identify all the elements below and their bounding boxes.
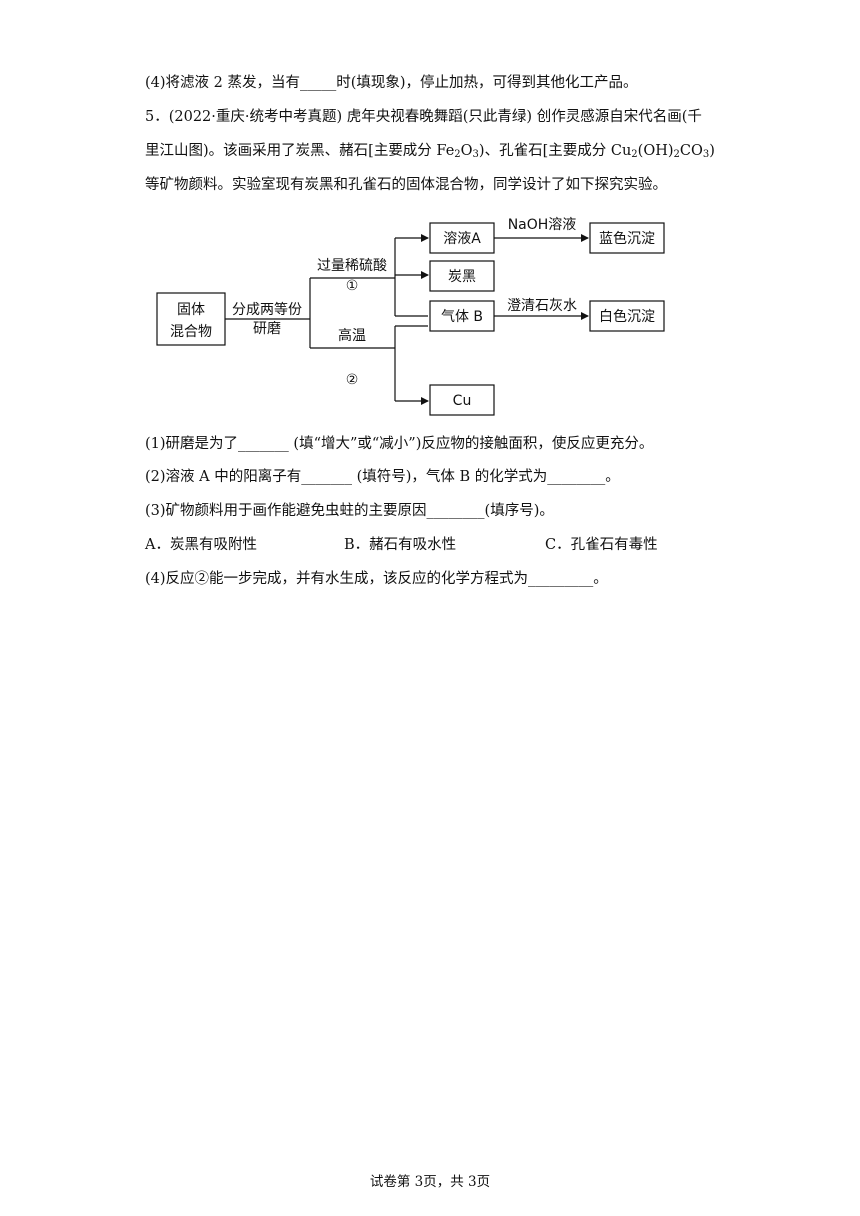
- step2-label: ②: [346, 372, 359, 388]
- q5-sub2: (2)溶液 A 中的阳离子有_______ (填符号)，气体 B 的化学式为__…: [145, 467, 620, 487]
- sub1-suffix: (填“增大”或“减小”)反应物的接触面积，使反应更充分。: [288, 436, 654, 452]
- q5-stem-line3: 等矿物颜料。实验室现有炭黑和孔雀石的固体混合物，同学设计了如下探究实验。: [145, 177, 667, 193]
- stem2-sub-4: 2: [673, 149, 680, 160]
- naoh-label: NaOH溶液: [508, 217, 577, 233]
- stem2-text-c: )、孔雀石[主要成分 Cu: [478, 143, 632, 159]
- grind-label: 研磨: [253, 321, 281, 337]
- copper-label: Cu: [453, 393, 472, 409]
- sub3-blank[interactable]: ________: [426, 503, 485, 519]
- gas-b-box: [429, 300, 495, 332]
- acid-label: 过量稀硫酸: [317, 258, 387, 274]
- stem2-sub-2: 3: [472, 149, 479, 160]
- solution-a-box: [429, 222, 495, 254]
- carbon-black-label: 炭黑: [448, 269, 476, 285]
- white-precipitate-box: [589, 300, 665, 332]
- stem2-text-d: (OH): [637, 143, 674, 159]
- stem2-sub-1: 2: [454, 149, 461, 160]
- sub1-blank[interactable]: _______: [238, 436, 289, 452]
- start-label-line1: 固体: [177, 302, 205, 318]
- stem2-text-f: ): [709, 143, 715, 159]
- sub4-suffix: 。: [593, 571, 608, 587]
- choice-c[interactable]: C．孔雀石有毒性: [545, 537, 658, 553]
- white-precipitate-label: 白色沉淀: [599, 308, 655, 325]
- sub3-prefix: (3)矿物颜料用于画作能避免虫蛀的主要原因: [145, 503, 427, 519]
- page-footer: 试卷第 3页，共 3页: [369, 1174, 491, 1190]
- sub4-prefix: (4)反应②能一步完成，并有水生成，该反应的化学方程式为: [145, 571, 529, 587]
- sub1-prefix: (1)研磨是为了: [145, 436, 239, 452]
- blue-precipitate-label: 蓝色沉淀: [599, 230, 655, 247]
- sub3-suffix: (填序号)。: [484, 503, 554, 519]
- stem2-sub-5: 3: [702, 149, 710, 160]
- choice-a[interactable]: A．炭黑有吸附性: [145, 537, 257, 553]
- experiment-flow-diagram: 固体 混合物 分成两等份 研磨 过量稀硫酸 ① 高温 ② 溶液A 炭黑 气体 B…: [156, 217, 665, 416]
- q4-prefix: (4)将滤液 2 蒸发，当有: [145, 75, 300, 91]
- stem2-text-e: CO: [679, 143, 703, 159]
- q4-previous-line: (4)将滤液 2 蒸发，当有_____时(填现象)，停止加热，可得到其他化工产品…: [145, 73, 638, 93]
- q5-sub1: (1)研磨是为了_______ (填“增大”或“减小”)反应物的接触面积，使反应…: [145, 434, 653, 454]
- q4-suffix: 时(填现象)，停止加热，可得到其他化工产品。: [336, 75, 638, 91]
- sub2-mid: (填符号)，气体 B 的化学式为: [351, 469, 548, 485]
- step1-label: ①: [346, 278, 359, 294]
- gas-b-label: 气体 B: [441, 309, 483, 325]
- sub2-suffix: 。: [605, 469, 620, 485]
- carbon-black-box: [429, 260, 495, 292]
- sub4-blank[interactable]: _________: [528, 571, 594, 587]
- choice-b[interactable]: B．赭石有吸水性: [344, 537, 457, 553]
- sub2-prefix: (2)溶液 A 中的阳离子有: [145, 469, 302, 485]
- blue-precipitate-box: [589, 222, 665, 254]
- q5-stem-line2: 里江山图)。该画采用了炭黑、赭石[主要成分 Fe2O3)、孔雀石[主要成分 Cu…: [145, 141, 715, 161]
- heat-label: 高温: [338, 327, 366, 344]
- stem2-text-a: 里江山图)。该画采用了炭黑、赭石[主要成分 Fe: [145, 143, 455, 159]
- q5-stem-line1: 5．(2022·重庆·统考中考真题) 虎年央视春晚舞蹈(只此青绿) 创作灵感源自…: [145, 109, 702, 125]
- stem2-text-b: O: [460, 143, 473, 159]
- sub2-blank-cations[interactable]: _______: [301, 469, 352, 485]
- sub2-blank-gas-formula[interactable]: ________: [547, 469, 606, 485]
- q4-blank[interactable]: _____: [299, 75, 337, 91]
- q5-sub3: (3)矿物颜料用于画作能避免虫蛀的主要原因________(填序号)。: [145, 501, 554, 521]
- stem2-sub-3: 2: [631, 149, 638, 160]
- limewater-label: 澄清石灰水: [507, 298, 577, 314]
- q5-sub4: (4)反应②能一步完成，并有水生成，该反应的化学方程式为_________。: [145, 569, 608, 589]
- start-label-line2: 混合物: [170, 324, 212, 340]
- split-label: 分成两等份: [232, 301, 302, 318]
- copper-box: [429, 384, 495, 416]
- solution-a-label: 溶液A: [443, 231, 481, 247]
